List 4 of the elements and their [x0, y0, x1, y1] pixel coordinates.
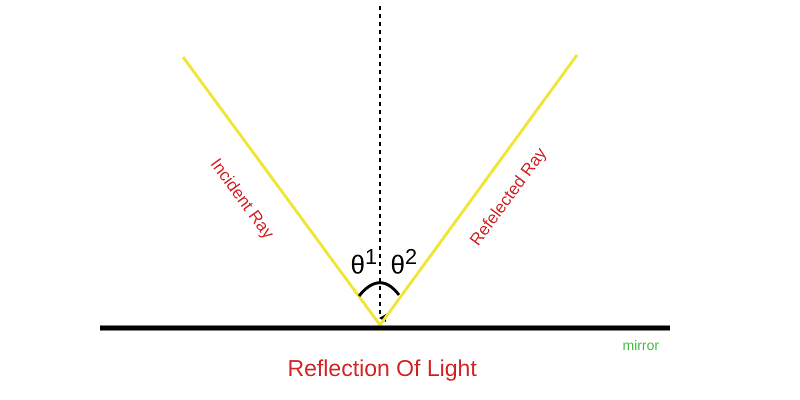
title: Reflection Of Light — [288, 356, 477, 380]
angle-label: θ$^{1}$ — [350, 246, 378, 278]
mirror-label: mirror — [622, 338, 660, 352]
angle-label: θ$^{2}$ — [390, 246, 418, 278]
